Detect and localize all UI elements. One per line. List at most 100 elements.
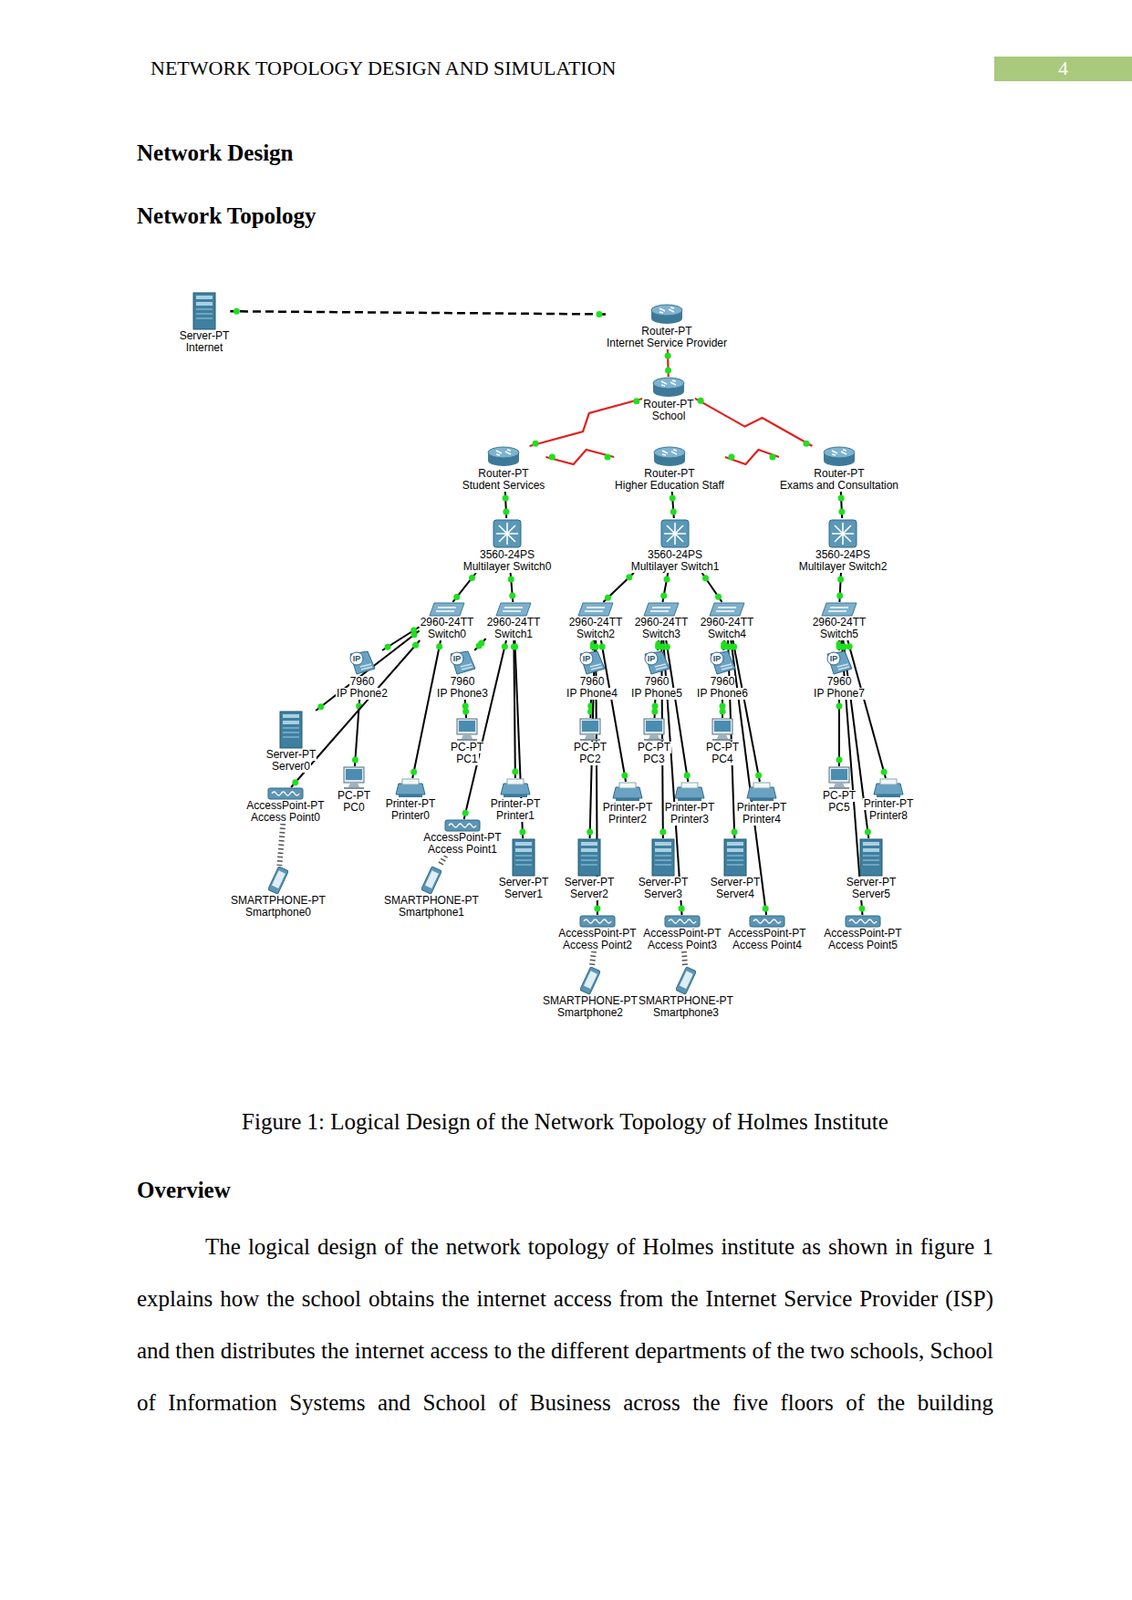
device-model: PC-PT <box>821 789 857 802</box>
ethernet-link <box>847 640 886 779</box>
device-icon <box>394 778 426 799</box>
device-node: PC-PTPC3 <box>636 717 672 766</box>
wireless-link <box>591 951 594 966</box>
device-name: Printer8 <box>868 810 909 822</box>
link-light <box>719 708 727 716</box>
link-light <box>836 757 843 764</box>
device-icon <box>723 838 748 877</box>
body-paragraph: The logical design of the network topolo… <box>136 1220 994 1429</box>
device-node: Server-PTInternet <box>178 291 231 354</box>
device-model: Printer-PT <box>664 801 717 814</box>
device-name: Smartphone0 <box>244 906 312 919</box>
link-light <box>864 829 872 836</box>
device-name: PC3 <box>642 753 665 766</box>
device-icon <box>675 965 696 996</box>
link-light <box>678 905 686 913</box>
device-model: Printer-PT <box>862 798 915 811</box>
device-icon <box>579 914 616 928</box>
link-light <box>625 573 633 581</box>
device-model: Router-PT <box>812 467 865 480</box>
running-header: NETWORK TOPOLOGY DESIGN AND SIMULATION <box>150 54 616 83</box>
link-light <box>731 829 738 836</box>
device-node: Printer-PTPrinter4 <box>736 781 789 826</box>
link-light <box>453 593 460 601</box>
link-light <box>233 308 240 315</box>
device-name: Printer4 <box>741 813 782 826</box>
device-icon <box>674 781 706 802</box>
device-name: Student Services <box>461 479 547 492</box>
link-light <box>836 592 843 600</box>
link-light <box>651 708 658 716</box>
device-model: SMARTPHONE-PT <box>229 894 327 907</box>
device-model: 7960 <box>449 675 477 688</box>
device-model: 3560-24PS <box>814 549 872 561</box>
device-node: 3560-24PSMultilayer Switch0 <box>462 518 553 573</box>
device-model: Server-PT <box>709 876 762 889</box>
device-icon <box>577 602 614 617</box>
serial-link <box>725 449 779 465</box>
device-node: Printer-PTPrinter1 <box>489 778 542 822</box>
device-model: 2960-24TT <box>419 616 476 629</box>
section-heading: Overview <box>136 1176 231 1205</box>
device-icon <box>827 518 859 550</box>
device-node: 2960-24TTSwitch1 <box>486 602 542 641</box>
device-name: Switch0 <box>426 628 468 641</box>
device-node: Server-PTServer4 <box>709 838 762 901</box>
link-light <box>511 643 519 650</box>
device-name: IP Phone3 <box>436 687 489 700</box>
device-icon <box>708 602 746 617</box>
device-model: 7960 <box>643 675 671 688</box>
phone-badge: IP <box>830 654 839 664</box>
device-name: Smartphone1 <box>397 906 466 919</box>
page-number: 4 <box>994 55 1132 82</box>
device-model: Server-PT <box>637 876 690 889</box>
device-model: PC-PT <box>572 741 608 754</box>
device-model: 3560-24PS <box>646 549 704 561</box>
device-icon <box>844 914 882 928</box>
device-name: Server3 <box>643 888 684 901</box>
link-light <box>549 454 556 461</box>
device-model: Printer-PT <box>384 798 437 811</box>
link-light <box>462 708 469 716</box>
device-model: SMARTPHONE-PT <box>637 995 735 1008</box>
device-node: PC-PTPC4 <box>705 717 740 766</box>
device-model: 7960 <box>709 675 737 688</box>
device-node: AccessPoint-PTAccess Point1 <box>422 819 502 856</box>
link-light <box>501 643 509 650</box>
device-icon <box>612 781 644 802</box>
link-light <box>697 397 705 405</box>
device-name: PC5 <box>827 801 851 814</box>
device-icon <box>267 787 304 800</box>
device-node: 7960IP Phone2 <box>335 650 389 700</box>
link-light <box>410 768 417 776</box>
device-name: Access Point4 <box>731 939 803 952</box>
link-light <box>659 829 666 836</box>
link-light <box>755 772 762 779</box>
device-model: 2960-24TT <box>811 616 868 629</box>
device-model: PC-PT <box>449 741 485 754</box>
device-icon <box>341 766 367 790</box>
device-model: 2960-24TT <box>699 616 756 629</box>
device-icon <box>577 838 602 877</box>
link-light <box>317 703 324 710</box>
device-icon <box>641 717 667 742</box>
device-icon <box>268 865 289 895</box>
ethernet-link <box>601 640 626 782</box>
link-light <box>621 772 628 779</box>
device-name: Switch1 <box>493 628 534 641</box>
device-node: SMARTPHONE-PTSmartphone0 <box>229 865 327 919</box>
device-node: Router-PTStudent Services <box>461 446 547 492</box>
device-name: Server4 <box>715 888 756 901</box>
device-icon <box>659 518 691 550</box>
wireless-link <box>439 855 446 866</box>
link-light <box>715 593 722 601</box>
link-light <box>684 772 691 779</box>
device-icon <box>491 518 523 550</box>
ethernet-link <box>229 311 606 314</box>
link-light <box>660 592 667 600</box>
device-icon <box>872 778 904 799</box>
link-light <box>468 574 476 582</box>
link-light <box>502 508 509 516</box>
device-icon <box>279 710 303 749</box>
